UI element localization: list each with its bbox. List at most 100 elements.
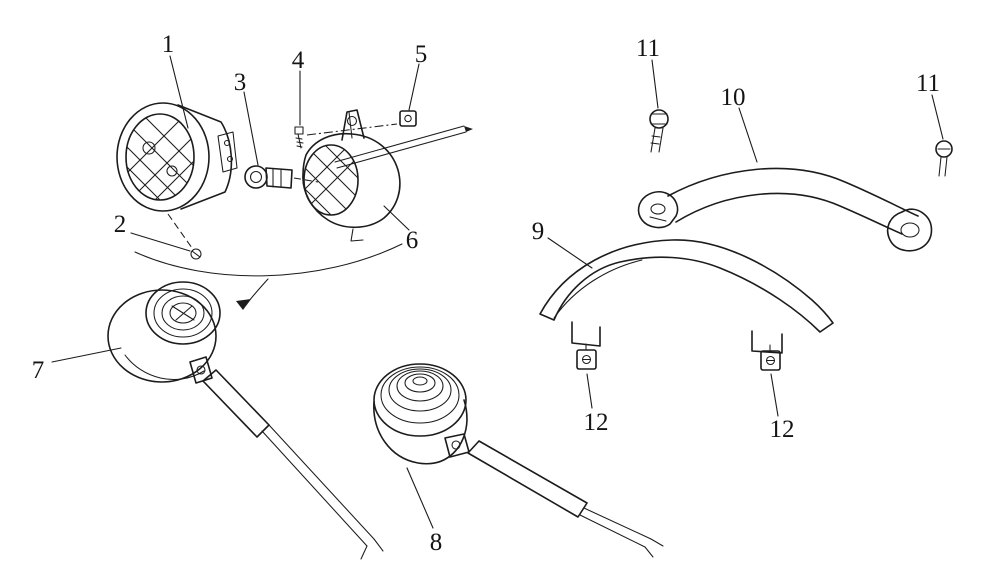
shell-mount-bracket [341,109,365,141]
screw-threads [295,137,304,148]
dome-ring-2 [380,366,460,424]
reflector-hatch [171,305,195,321]
fender-edge-line [553,259,643,319]
screw-axis-line [306,123,398,136]
dome-ring-3 [388,368,452,412]
fork-leg-edge [261,430,368,547]
leader-5 [408,63,420,111]
fork-tube-upper [202,369,270,438]
stay-rod-edge [336,131,467,169]
fork-leg-edge [579,514,646,548]
rim-side-tab [217,131,238,173]
brace-bottom-edge [675,192,903,235]
brace-left-notch [649,216,667,222]
reflector-ring-3 [161,295,205,331]
part-bolt-11-right [935,140,953,177]
body-shell [107,289,217,383]
socket-body [265,167,293,189]
part-nut-5 [334,110,473,169]
assembly-axis-line [167,213,193,249]
fork-leg-edge [268,424,375,540]
callout-5: 5 [415,41,428,68]
part-screw-4 [294,123,398,149]
bolt-hex-lines [650,113,668,125]
screw-shank [297,133,302,149]
rim-front-outline [116,102,210,212]
bolt-threads [650,135,661,145]
leader-12-right [770,373,779,417]
part-headlamp-assembly-7 [107,281,384,560]
tab-hole [223,139,231,147]
nut-body [399,110,417,127]
reflector-ring-2 [153,288,213,338]
reflector-ring-4 [169,302,197,324]
stem-bracket [444,433,470,458]
callout-12-right: 12 [770,416,795,443]
dome-ring-5 [404,373,436,393]
rim-inner-face [125,113,195,201]
leader-3 [243,91,259,166]
fork-tip-prongs [644,538,664,558]
dome-ring-1 [373,363,467,437]
part-clip-12-left [576,343,597,370]
dome-ring-6 [412,376,428,386]
bracket-hole [346,115,358,127]
callout-3: 3 [234,69,247,96]
screw-head [190,248,202,260]
leader-11-right [931,94,944,140]
leader-1 [169,55,189,129]
shell-opening [303,144,359,216]
callout-4: 4 [292,47,305,74]
socket-collar [244,165,268,189]
callout-6: 6 [406,227,419,254]
part-front-fender [539,239,834,354]
bolt-shank [650,127,664,153]
leader-11-left [651,59,659,109]
stem-bracket [189,356,213,384]
callout-11-right: 11 [916,70,940,97]
fender-mount-tab [571,321,601,347]
bolt-head [649,109,669,129]
socket-bore [249,170,263,184]
lamp-socket-hole [142,141,156,155]
callout-2: 2 [114,211,127,238]
reflector-ring [145,281,221,345]
leader-12-left [586,373,593,409]
screw-head [294,126,304,135]
dome-ring-4 [396,370,444,402]
leader-2 [130,232,191,252]
stay-rod-tip [464,126,473,132]
brace-left-hole [650,203,666,215]
part-fender-brace [637,167,933,252]
brace-left-plate [637,191,679,229]
part-headlamp-assembly-8 [373,363,664,558]
fender-outline [539,239,834,333]
nut-bore [404,114,412,123]
bracket-rib [348,111,353,139]
fork-tube-upper [467,440,588,518]
brace-right-hole [900,222,920,238]
fender-mount-tab [751,330,783,354]
bolt-head [935,140,953,158]
clip-body [760,350,781,371]
callout-11-left: 11 [636,35,660,62]
leader-lines [51,55,944,529]
callout-labels: 1 2 3 4 5 6 7 8 9 10 11 11 12 12 [32,31,940,556]
stay-rod-edge [334,125,465,163]
bucket-body [373,399,468,465]
part-bulb-socket [244,165,319,189]
bracket-bolt-hole [196,365,206,375]
bracket-bolt-hole [451,440,461,450]
leader-9 [547,237,593,269]
shell-bottom-tab [350,228,364,242]
bucket-bottom-line [124,354,205,380]
fork-tip-prongs [360,538,384,560]
leader-6 [383,205,410,231]
clip-body [576,349,597,370]
bolt-shank [938,156,948,177]
assembly-flow-curve [134,243,403,277]
screw-slot [191,250,201,258]
lamp-socket-hole [166,165,178,177]
